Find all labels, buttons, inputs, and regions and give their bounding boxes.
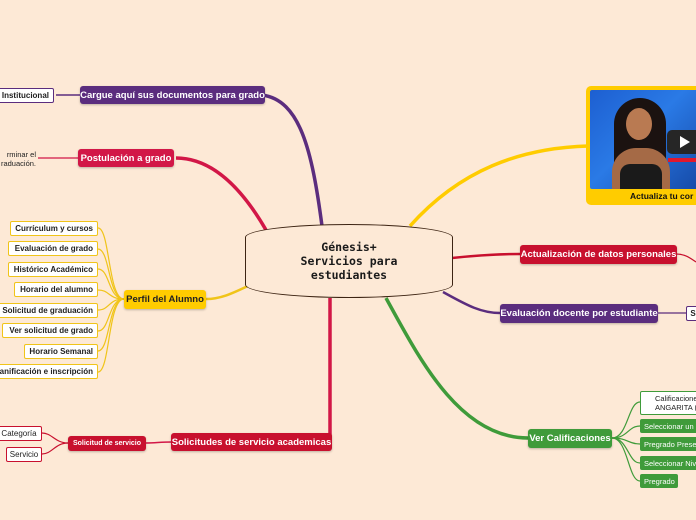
subtopic-seleccionar-nivel[interactable]: Seleccionar Niv [640,456,696,470]
topic-postulacion-grado[interactable]: Postulación a grado [78,149,174,167]
topic-solicitudes-servicio[interactable]: Solicitudes de servicio academicas [171,433,332,451]
central-topic[interactable]: Génesis+ Servicios para estudiantes [245,224,453,298]
link-video [408,144,589,228]
topic-perfil-alumno[interactable]: Perfil del Alumno [124,290,206,309]
play-icon[interactable] [667,130,696,154]
topic-ver-calificaciones[interactable]: Ver Calificaciones [528,429,612,448]
subtopic-servicio[interactable]: Servicio [6,447,42,462]
subtopic-solicitud-graduacion[interactable]: Solicitud de graduación [0,303,98,318]
central-line-2: Servicios para [300,254,398,268]
subtopic-evaluacion-partial[interactable]: S [686,306,696,321]
link-perfil [205,283,251,301]
video-card[interactable]: Actualiza tu cor [586,86,696,205]
calificaciones-line-1: Calificaciones [655,394,696,403]
subtopic-planificacion-inscripcion[interactable]: anificación e inscripción [0,364,98,379]
central-line-3: estudiantes [310,268,388,282]
link-actualizacion [451,252,521,260]
central-line-1: Génesis+ [321,240,377,254]
subtopic-historico-academico[interactable]: Histórico Académico [8,262,98,277]
calificaciones-line-2: ANGARITA ( [655,403,696,412]
video-caption: Actualiza tu cor [630,191,694,201]
subtopic-pregrado-presencial[interactable]: Pregrado Prese [640,437,696,451]
subtopic-ver-solicitud-grado[interactable]: Ver solicitud de grado [2,323,98,338]
subtopic-calificaciones-angarita[interactable]: Calificaciones ANGARITA ( [640,391,696,415]
presenter-face [626,108,652,140]
subtopic-horario-alumno[interactable]: Horario del alumno [14,282,98,297]
video-red-strip [668,158,696,162]
topic-cargue-documentos[interactable]: Cargue aquí sus documentos para grado [80,86,265,104]
subtopic-horario-semanal[interactable]: Horario Semanal [24,344,98,359]
postulacion-note: rminar el raduación. [0,150,36,168]
link-postulacion [175,156,268,231]
subtopic-solicitud-servicio[interactable]: Solicitud de servicio [68,436,146,451]
postulacion-note-line-2: raduación. [0,159,36,168]
subtopic-evaluacion-grado[interactable]: Evaluación de grado [8,241,98,256]
link-cargue [261,93,324,227]
subtopic-pregrado[interactable]: Pregrado [640,474,678,488]
subtopic-categoria[interactable]: Categoría [0,426,42,441]
topic-evaluacion-docente[interactable]: Evaluación docente por estudiante [500,304,658,323]
topic-actualizacion-datos[interactable]: Actualización de datos personales [520,245,677,264]
presenter-top [620,164,662,189]
subtopic-institucional[interactable]: Institucional [0,88,54,103]
video-thumbnail[interactable] [590,90,696,189]
subtopic-seleccionar-un[interactable]: Seleccionar un [640,419,696,433]
subtopic-curriculum[interactable]: Currículum y cursos [10,221,98,236]
link-evaluacion [442,290,501,315]
postulacion-note-line-1: rminar el [6,150,36,159]
